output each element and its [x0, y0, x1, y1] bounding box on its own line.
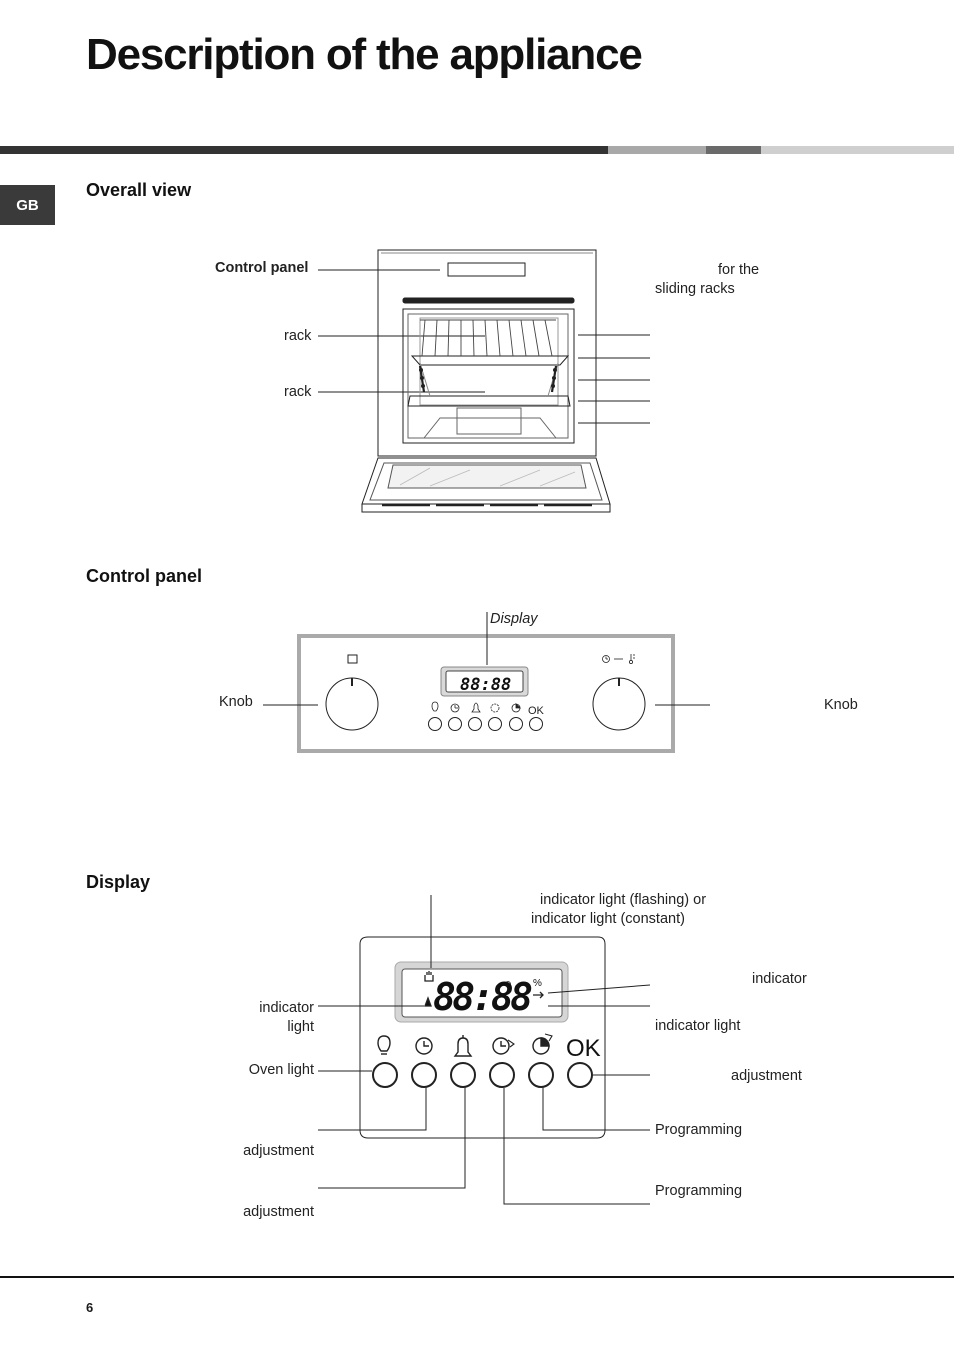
- clock-icon: [415, 1037, 433, 1055]
- clock-button: [411, 1062, 437, 1088]
- timer-button: [450, 1062, 476, 1088]
- footer-rule: [0, 1276, 954, 1278]
- left-indicator-line2: light: [287, 1019, 314, 1035]
- oven-light-button: [372, 1062, 398, 1088]
- oven-rack-upper: [410, 355, 570, 366]
- control-panel-label: Control panel: [215, 260, 309, 276]
- oven-body: [377, 249, 597, 457]
- header-rule-light: [608, 146, 706, 154]
- page-number: 6: [86, 1300, 94, 1315]
- display-heading: Display: [86, 872, 151, 892]
- oven-control-panel: [447, 262, 526, 277]
- adjustment-2-label: adjustment: [243, 1204, 314, 1220]
- overall-view-heading: Overall view: [86, 180, 192, 200]
- programming-1-label: Programming: [655, 1122, 743, 1138]
- leader-programming-2: [503, 1088, 650, 1205]
- oven-cavity: [402, 308, 575, 444]
- duration-icon: [492, 1037, 510, 1055]
- top-indicator-line2: indicator light (constant): [531, 911, 685, 927]
- right-indicator-label: indicator: [752, 971, 807, 987]
- panel-display-digits: 88:88: [460, 675, 511, 695]
- language-tab: GB: [0, 185, 55, 225]
- programming-2-label: Programming: [655, 1183, 743, 1199]
- oven-handle: [402, 297, 575, 304]
- leader-adjustment-2: [318, 1088, 466, 1189]
- bell-icon: [453, 1037, 473, 1057]
- leader-programming-1: [542, 1088, 650, 1131]
- top-indicator-line1: indicator light (flashing) or: [540, 892, 707, 908]
- display-buttons: [372, 1062, 593, 1088]
- header-rule-pale: [761, 146, 954, 154]
- duration-button: [489, 1062, 515, 1088]
- leader-right-indicator: [547, 984, 651, 994]
- header-rule-mid: [706, 146, 761, 154]
- right-adjustment-label: adjustment: [731, 1068, 802, 1084]
- control-panel-diagram: 88:88 OK: [263, 612, 710, 753]
- knob-left-symbol: [347, 654, 358, 664]
- display-indicators: [424, 971, 544, 1007]
- ok-icon: OK: [566, 1035, 601, 1062]
- knob-right-symbols: [602, 654, 635, 665]
- knob-left-label: Knob: [219, 694, 253, 710]
- header-rule-dark: [0, 146, 608, 154]
- panel-display-screen: [445, 670, 524, 693]
- knob-right-label: Knob: [824, 697, 858, 713]
- percent-indicator: %: [533, 978, 542, 989]
- adjustment-1-label: adjustment: [243, 1143, 314, 1159]
- right-indicator-light-label: indicator light: [655, 1018, 741, 1034]
- oven-light-label: Oven light: [248, 1062, 314, 1078]
- rack-upper-label: rack: [284, 328, 312, 344]
- end-time-button: [528, 1062, 554, 1088]
- page-title: Description of the appliance: [86, 30, 643, 79]
- rack-lower-label: rack: [284, 384, 312, 400]
- panel-frame: [297, 634, 675, 753]
- display-diagram: 88:88 % OK: [318, 895, 651, 1205]
- leader-adjustment-1: [318, 1088, 427, 1131]
- panel-ok-icon: OK: [528, 705, 545, 717]
- display-screen: [401, 968, 563, 1018]
- ok-button: [567, 1062, 593, 1088]
- oven-overall-diagram: [318, 249, 650, 513]
- display-digits: 88:88: [433, 975, 533, 1019]
- display-housing: [359, 936, 606, 1139]
- left-indicator-line1: indicator: [259, 1000, 314, 1016]
- display-label: Display: [490, 611, 538, 627]
- panel-buttons: [428, 717, 543, 731]
- oven-rack-lower: [407, 395, 571, 407]
- runners-label-line2: sliding racks: [655, 281, 735, 297]
- control-panel-heading: Control panel: [86, 566, 202, 586]
- bulb-icon: [377, 1035, 391, 1052]
- display-button-icons: [377, 1033, 553, 1057]
- panel-button-icons: [431, 701, 521, 713]
- runners-label-line1: for the: [718, 262, 760, 278]
